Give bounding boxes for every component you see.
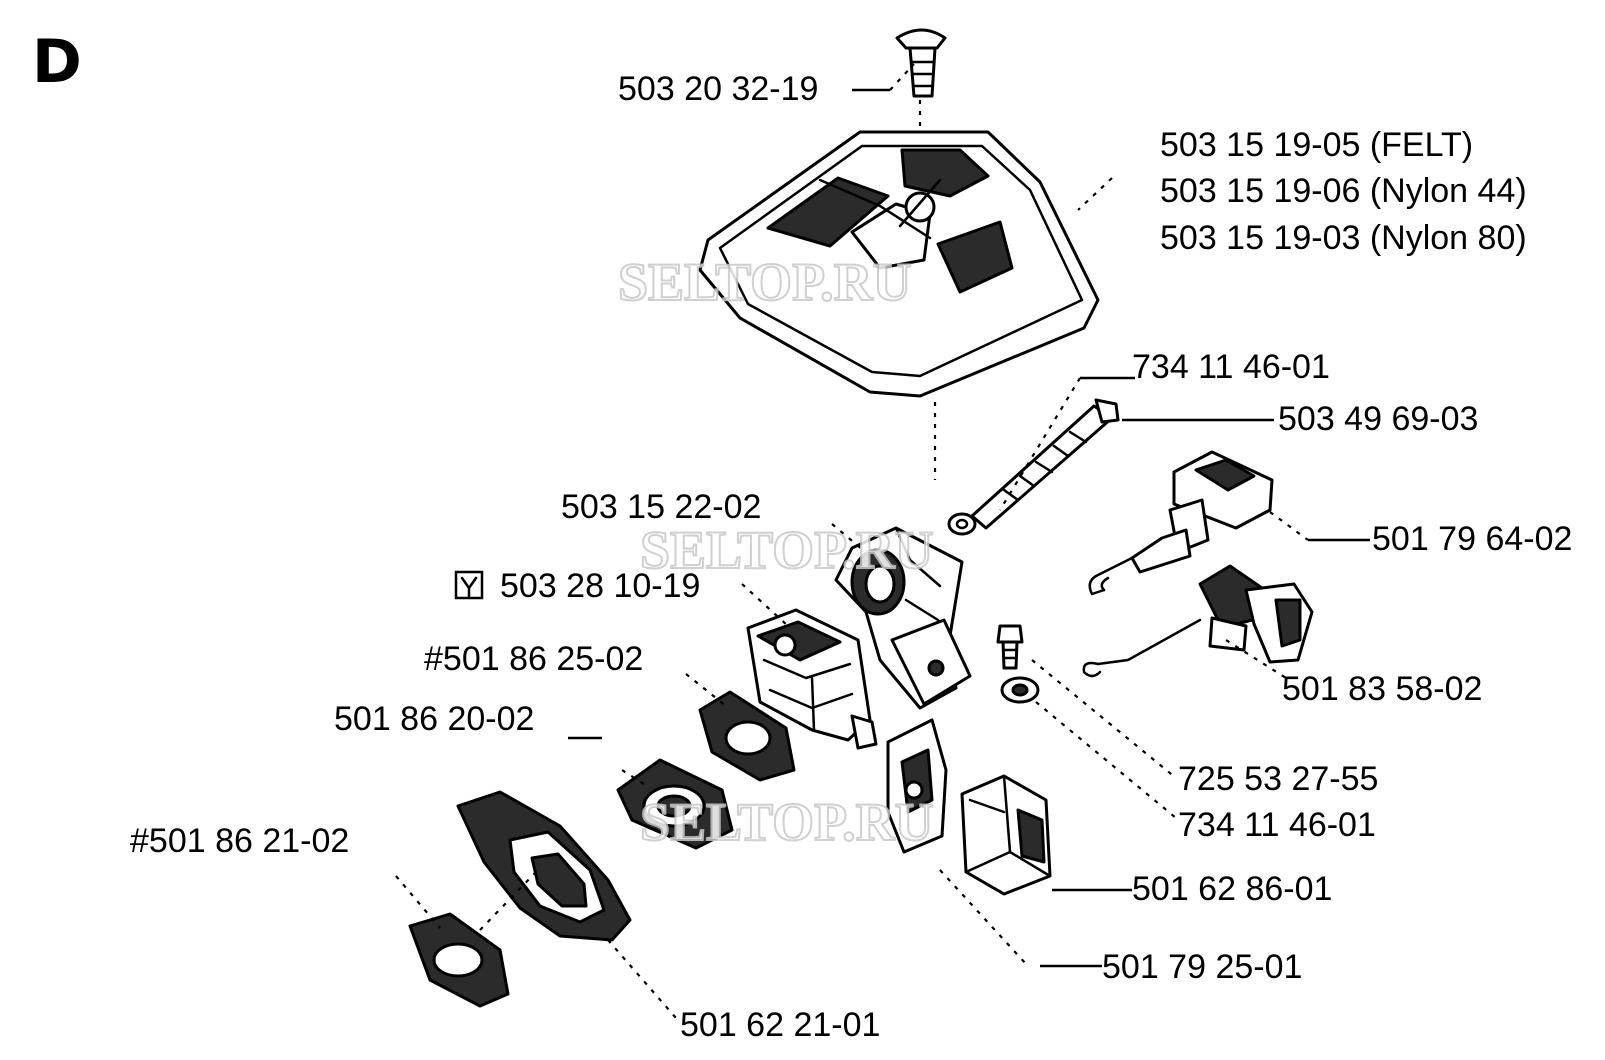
- label-cover-block: 501 62 86-01: [1132, 870, 1332, 908]
- carburetor-label-group: 503 28 10-19: [454, 567, 700, 605]
- leader-lines: [395, 63, 1370, 1019]
- lever-assembly-part: [1088, 450, 1274, 596]
- label-filter-felt: 503 15 19-05 (FELT): [1160, 126, 1473, 164]
- label-bracket: 503 15 22-02: [561, 488, 761, 526]
- label-screw-mid: 725 53 27-55: [1178, 760, 1378, 798]
- label-plate: 501 79 25-01: [1102, 948, 1302, 986]
- label-insulator: 501 86 20-02: [334, 700, 534, 738]
- watermark-top: SELTOP.RU: [618, 252, 912, 312]
- label-nut-upper: 734 11 46-01: [1132, 348, 1330, 386]
- label-filter-nylon80: 503 15 19-03 (Nylon 80): [1160, 219, 1527, 257]
- label-lever-assembly: 501 79 64-02: [1372, 520, 1572, 558]
- top-screw-part: [895, 28, 947, 98]
- plate-part: [886, 718, 948, 854]
- label-screw-top: 503 20 32-19: [618, 70, 818, 108]
- air-filter-part: [698, 130, 1100, 398]
- label-throttle-link: 501 83 58-02: [1282, 670, 1482, 708]
- cover-block-part: [960, 774, 1052, 896]
- mid-screw-part: [996, 624, 1024, 670]
- label-nut-lower: 734 11 46-01: [1178, 806, 1376, 844]
- bracket-part: [834, 526, 972, 710]
- label-carburetor: 503 28 10-19: [500, 567, 700, 605]
- section-letter: D: [32, 27, 82, 97]
- carb-symbol-icon: [454, 570, 484, 600]
- lower-nut-part: [1000, 676, 1040, 704]
- lower-gasket-part: [408, 912, 510, 1008]
- intake-flange-part: [456, 790, 632, 942]
- label-gasket-lower: #501 86 21-02: [130, 822, 349, 860]
- carburetor-part: [746, 608, 878, 750]
- throttle-linkage-part: [1082, 564, 1314, 678]
- watermark-mid: SELTOP.RU: [640, 520, 934, 580]
- stud-bolt-part: [970, 398, 1120, 530]
- label-filter-nylon44: 503 15 19-06 (Nylon 44): [1160, 172, 1527, 210]
- carb-gasket-part: [698, 690, 796, 782]
- label-stud-bolt: 503 49 69-03: [1278, 400, 1478, 438]
- label-gasket-carb: #501 86 25-02: [424, 640, 643, 678]
- watermark-low: SELTOP.RU: [640, 792, 934, 852]
- upper-nut-part: [947, 512, 977, 536]
- insulator-part: [616, 758, 734, 850]
- label-intake-flange: 501 62 21-01: [680, 1006, 880, 1044]
